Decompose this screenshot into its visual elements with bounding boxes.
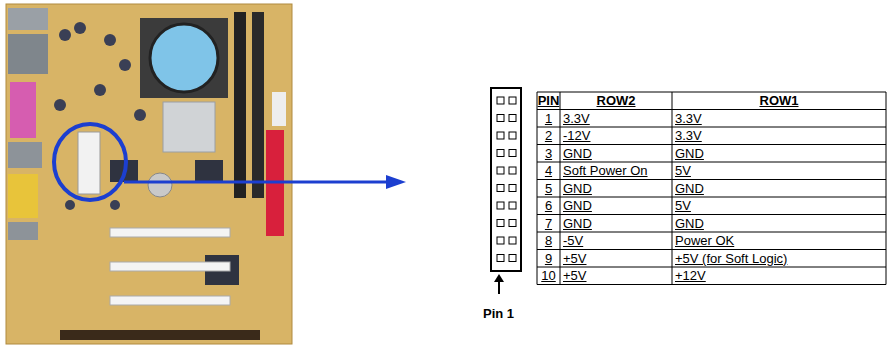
table-line	[672, 92, 673, 285]
signal-name: GND	[675, 182, 704, 196]
io-port	[8, 8, 48, 30]
table-grid	[537, 92, 886, 285]
pin-square	[509, 255, 516, 262]
table-line	[537, 162, 886, 163]
signal-name: Power OK	[675, 234, 734, 248]
table-line	[560, 92, 561, 285]
table-line	[886, 92, 887, 285]
pin-square	[497, 255, 504, 262]
pin-square	[497, 132, 504, 139]
signal-name: GND	[675, 217, 704, 231]
table-header: ROW2	[597, 94, 636, 108]
signal-name: GND	[675, 147, 704, 161]
fan-blades	[150, 24, 218, 92]
pin-number: 3	[545, 147, 552, 161]
table-line	[537, 197, 886, 198]
pin-marker-label: Pin 1	[483, 307, 514, 321]
signal-name: -5V	[563, 234, 583, 248]
pin-square	[509, 202, 516, 209]
table-line	[537, 267, 886, 268]
battery	[148, 173, 172, 197]
signal-name: -12V	[563, 129, 590, 143]
pin1-arrow-head	[494, 274, 504, 282]
table-header: PIN	[538, 94, 560, 108]
pin-square	[497, 150, 504, 157]
pin-number: 8	[545, 234, 552, 248]
chip	[195, 160, 223, 182]
pin-square	[497, 202, 504, 209]
pin-number: 5	[545, 182, 552, 196]
pin-square	[497, 185, 504, 192]
ram-slot	[234, 12, 246, 198]
signal-name: GND	[563, 147, 592, 161]
signal-name: 3.3V	[675, 129, 702, 143]
ram-slot	[252, 12, 264, 198]
motherboard	[6, 4, 292, 344]
atx-connector	[78, 132, 100, 194]
table-line	[537, 232, 886, 233]
pin-number: 4	[545, 164, 552, 178]
table-line	[537, 249, 886, 250]
pci-slot	[110, 296, 230, 305]
io-port	[8, 34, 48, 74]
floppy-connector	[272, 92, 286, 126]
agp-edge	[60, 330, 260, 340]
pin-number: 7	[545, 217, 552, 231]
table-line	[537, 144, 886, 145]
table-line	[537, 127, 886, 128]
table-line	[537, 179, 886, 180]
connector-pins	[497, 97, 516, 262]
pin-square	[509, 115, 516, 122]
pin-number: 10	[541, 269, 555, 283]
signal-name: 3.3V	[563, 112, 590, 126]
highlight-circle	[54, 124, 126, 200]
signal-name: 3.3V	[675, 112, 702, 126]
signal-name: 5V	[675, 199, 691, 213]
pin-square	[509, 185, 516, 192]
pin-square	[497, 115, 504, 122]
signal-name: +5V	[563, 269, 587, 283]
pin-number: 1	[545, 112, 552, 126]
pin-square	[509, 97, 516, 104]
pointer-arrow	[124, 181, 388, 184]
parallel-port	[10, 82, 36, 138]
vga-port	[8, 174, 38, 218]
pci-slot	[110, 228, 230, 237]
connector-outline	[491, 88, 521, 271]
pin-square	[497, 97, 504, 104]
pin-square	[509, 132, 516, 139]
signal-name: Soft Power On	[563, 164, 648, 178]
table-line	[537, 109, 886, 110]
cpu-fan	[140, 18, 228, 98]
table-header: ROW1	[760, 94, 799, 108]
io-port	[8, 142, 42, 168]
signal-name: GND	[563, 217, 592, 231]
signal-name: +5V	[563, 252, 587, 266]
pin-square	[509, 237, 516, 244]
pin-number: 6	[545, 199, 552, 213]
io-port	[8, 222, 38, 240]
pin1-arrow	[498, 280, 500, 294]
signal-name: GND	[563, 199, 592, 213]
signal-name: 5V	[675, 164, 691, 178]
pci-slot	[110, 262, 230, 271]
pin-number: 9	[545, 252, 552, 266]
signal-name: GND	[563, 182, 592, 196]
signal-name: +12V	[675, 269, 706, 283]
pin-square	[497, 220, 504, 227]
pin-square	[509, 220, 516, 227]
table-line	[537, 214, 886, 215]
table-line	[537, 92, 886, 93]
arrow-head	[386, 175, 406, 189]
pin-number: 2	[545, 129, 552, 143]
pin-square	[497, 237, 504, 244]
table-line	[537, 92, 538, 285]
pin-square	[509, 150, 516, 157]
pin-square	[497, 167, 504, 174]
heatsink	[163, 102, 215, 152]
table-line	[537, 284, 886, 285]
signal-name: +5V (for Soft Logic)	[675, 252, 787, 266]
pin-square	[509, 167, 516, 174]
